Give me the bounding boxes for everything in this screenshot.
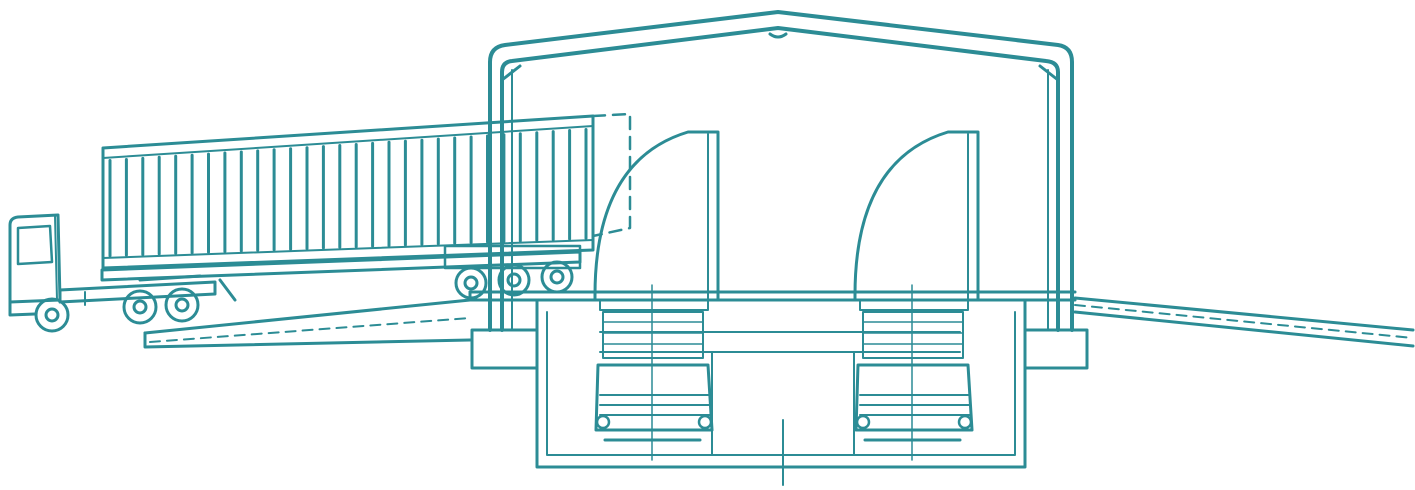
- right-hopper: [853, 130, 980, 461]
- container-ribs: [108, 128, 588, 258]
- trailer-wheels: [454, 260, 574, 300]
- container-trailer: [100, 112, 632, 302]
- floor-slab: [468, 290, 1077, 302]
- warehouse-frame: [488, 10, 1074, 332]
- pit: [535, 298, 1027, 486]
- foundations: [470, 328, 1089, 370]
- left-hopper: [593, 130, 720, 461]
- right-ramp: [1073, 296, 1415, 348]
- left-ramp: [143, 290, 472, 349]
- truck-cab: [8, 213, 217, 333]
